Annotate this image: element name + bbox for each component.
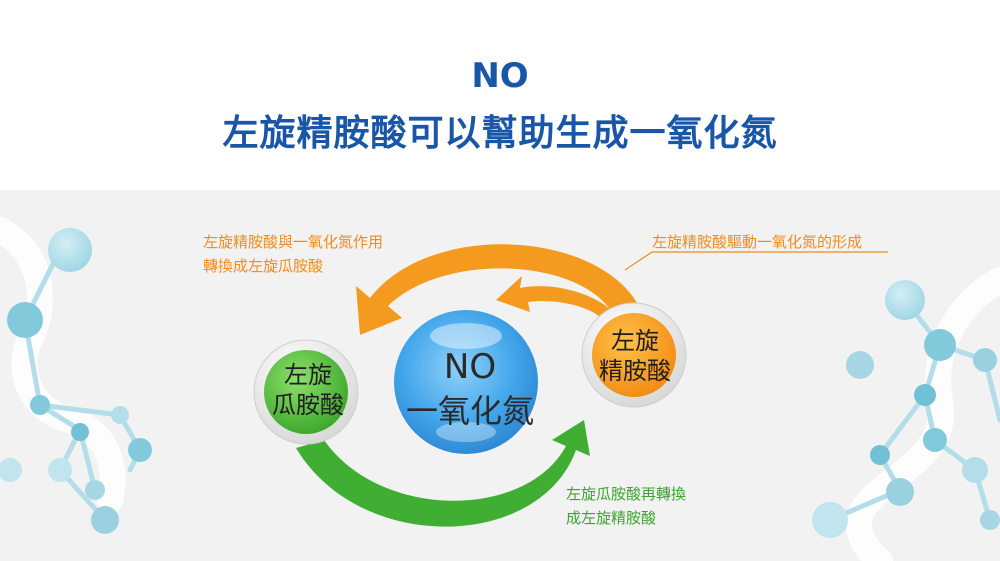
citrulline-label-line2: 瓜胺酸: [272, 391, 344, 419]
caption-left-line2: 轉換成左旋瓜胺酸: [203, 257, 324, 275]
no-label-abbrev: NO: [443, 347, 497, 387]
green-arrow: [296, 420, 590, 527]
title-abbrev: NO: [471, 56, 529, 96]
molecule-decoration-right: [812, 267, 1000, 561]
no-label-name: 一氧化氮: [405, 392, 534, 430]
citrulline-label-line1: 左旋: [284, 361, 332, 389]
caption-left-line1: 左旋精胺酸與一氧化氮作用: [203, 233, 384, 251]
orange-arrow-outer: [356, 244, 640, 335]
orange-arrow-inner: [496, 276, 616, 322]
citrulline-label: 左旋 瓜胺酸: [258, 360, 358, 420]
molecule-decoration-left: [0, 217, 152, 534]
caption-bottom: 左旋瓜胺酸再轉換 成左旋精胺酸: [566, 482, 686, 530]
caption-left: 左旋精胺酸與一氧化氮作用 轉換成左旋瓜胺酸: [203, 230, 383, 278]
caption-right: 左旋精胺酸驅動一氧化氮的形成: [652, 230, 862, 254]
arginine-label-line2: 精胺酸: [599, 357, 671, 385]
header: NO 左旋精胺酸可以幫助生成一氧化氮: [0, 0, 1000, 190]
right-caption-leader: [624, 251, 888, 271]
no-node: [394, 310, 538, 454]
caption-right-line1: 左旋精胺酸驅動一氧化氮的形成: [652, 233, 863, 251]
citrulline-node: [253, 339, 359, 445]
caption-bottom-line1: 左旋瓜胺酸再轉換: [566, 485, 687, 503]
arginine-label: 左旋 精胺酸: [585, 326, 685, 386]
caption-bottom-line2: 成左旋精胺酸: [566, 509, 657, 527]
page-title: 左旋精胺酸可以幫助生成一氧化氮: [222, 113, 778, 154]
arginine-label-line1: 左旋: [611, 327, 659, 355]
arginine-node: [581, 302, 687, 408]
